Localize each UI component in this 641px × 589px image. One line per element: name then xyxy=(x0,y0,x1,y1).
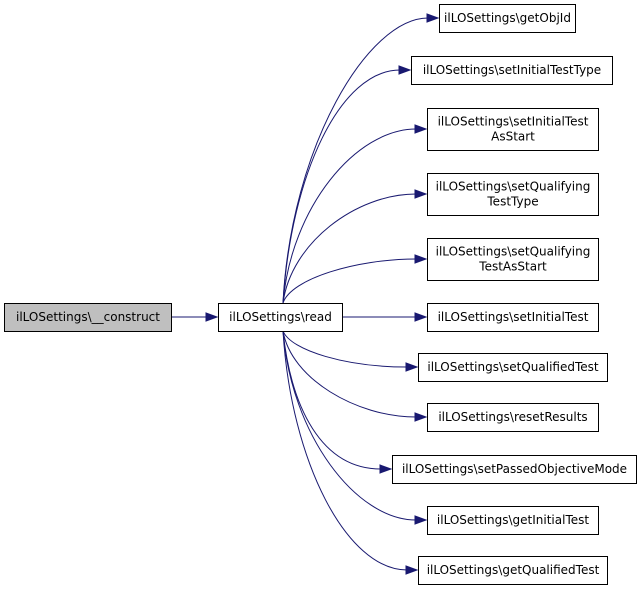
node-box[interactable] xyxy=(4,303,172,332)
arrowhead-set-initial-test xyxy=(414,312,428,322)
arrowhead-set-qualifying-test-type xyxy=(414,189,428,199)
arrowhead-set-qualifying-test-as-start xyxy=(414,254,428,264)
node-set-qualified-test[interactable]: ilLOSettings\setQualifiedTest xyxy=(418,353,608,382)
node-box[interactable] xyxy=(427,403,599,432)
node-box[interactable] xyxy=(439,4,576,33)
arrowhead-read xyxy=(205,312,219,322)
edge-read-to-get-initial-test xyxy=(282,330,417,521)
edge-read-to-set-qualifying-test-type xyxy=(282,193,417,304)
call-nodes: ilLOSettings\__construct ilLOSettings\rea… xyxy=(4,4,637,585)
node-box[interactable] xyxy=(427,238,599,281)
node-box[interactable] xyxy=(218,303,343,332)
call-edges xyxy=(171,13,440,575)
node-label: ilLOSettings\setQualifying xyxy=(436,245,591,259)
node-label: ilLOSettings\setInitialTestType xyxy=(423,63,601,77)
edge-read-to-set-passed-objective-mode xyxy=(282,330,382,470)
edge-read-to-get-obj-id xyxy=(282,17,429,304)
arrowhead-set-initial-test-as-start xyxy=(414,124,428,134)
node-set-initial-test-type[interactable]: ilLOSettings\setInitialTestType xyxy=(411,56,613,85)
node-box[interactable] xyxy=(427,173,599,216)
node-box[interactable] xyxy=(418,353,608,382)
edge-read-to-reset-results xyxy=(282,330,417,418)
node-label: ilLOSettings\setQualifiedTest xyxy=(427,360,599,374)
arrowhead-set-passed-objective-mode xyxy=(379,464,393,474)
arrowhead-set-qualified-test xyxy=(405,362,419,372)
arrowhead-reset-results xyxy=(414,412,428,422)
node-get-qualified-test[interactable]: ilLOSettings\getQualifiedTest xyxy=(418,556,608,585)
node-label: ilLOSettings\setQualifying xyxy=(436,180,591,194)
node-label: ilLOSettings\__construct xyxy=(16,310,160,324)
edge-read-to-get-qualified-test xyxy=(282,330,408,571)
node-get-initial-test[interactable]: ilLOSettings\getInitialTest xyxy=(427,506,599,535)
arrowhead-get-obj-id xyxy=(426,13,440,23)
node-label: ilLOSettings\setPassedObjectiveMode xyxy=(402,462,627,476)
edge-read-to-set-qualified-test xyxy=(282,330,408,368)
node-get-obj-id[interactable]: ilLOSettings\getObjId xyxy=(439,4,576,33)
node-label: ilLOSettings\getObjId xyxy=(444,11,571,25)
node-label: ilLOSettings\setInitialTest xyxy=(438,310,589,324)
node-box[interactable] xyxy=(427,108,599,151)
node-reset-results[interactable]: ilLOSettings\resetResults xyxy=(427,403,599,432)
node-label: ilLOSettings\setInitialTest xyxy=(438,115,589,129)
edge-read-to-set-initial-test-as-start xyxy=(282,128,417,304)
node-box[interactable] xyxy=(427,303,599,332)
node-construct[interactable]: ilLOSettings\__construct xyxy=(4,303,172,332)
arrowhead-get-initial-test xyxy=(414,515,428,525)
arrowhead-get-qualified-test xyxy=(405,565,419,575)
node-label: AsStart xyxy=(491,130,535,144)
node-box[interactable] xyxy=(427,506,599,535)
node-box[interactable] xyxy=(411,56,613,85)
node-label: ilLOSettings\getQualifiedTest xyxy=(427,563,600,577)
node-box[interactable] xyxy=(392,455,637,484)
arrowhead-set-initial-test-type xyxy=(398,65,412,75)
node-label: ilLOSettings\read xyxy=(229,310,332,324)
node-set-initial-test[interactable]: ilLOSettings\setInitialTest xyxy=(427,303,599,332)
node-box[interactable] xyxy=(418,556,608,585)
edge-read-to-set-qualifying-test-as-start xyxy=(282,258,417,304)
node-label: TestAsStart xyxy=(478,260,547,274)
node-read[interactable]: ilLOSettings\read xyxy=(218,303,343,332)
edge-read-to-set-initial-test-type xyxy=(282,69,401,304)
node-label: TestType xyxy=(486,195,538,209)
node-label: ilLOSettings\resetResults xyxy=(438,410,587,424)
node-label: ilLOSettings\getInitialTest xyxy=(437,513,589,527)
node-set-passed-objective-mode[interactable]: ilLOSettings\setPassedObjectiveMode xyxy=(392,455,637,484)
